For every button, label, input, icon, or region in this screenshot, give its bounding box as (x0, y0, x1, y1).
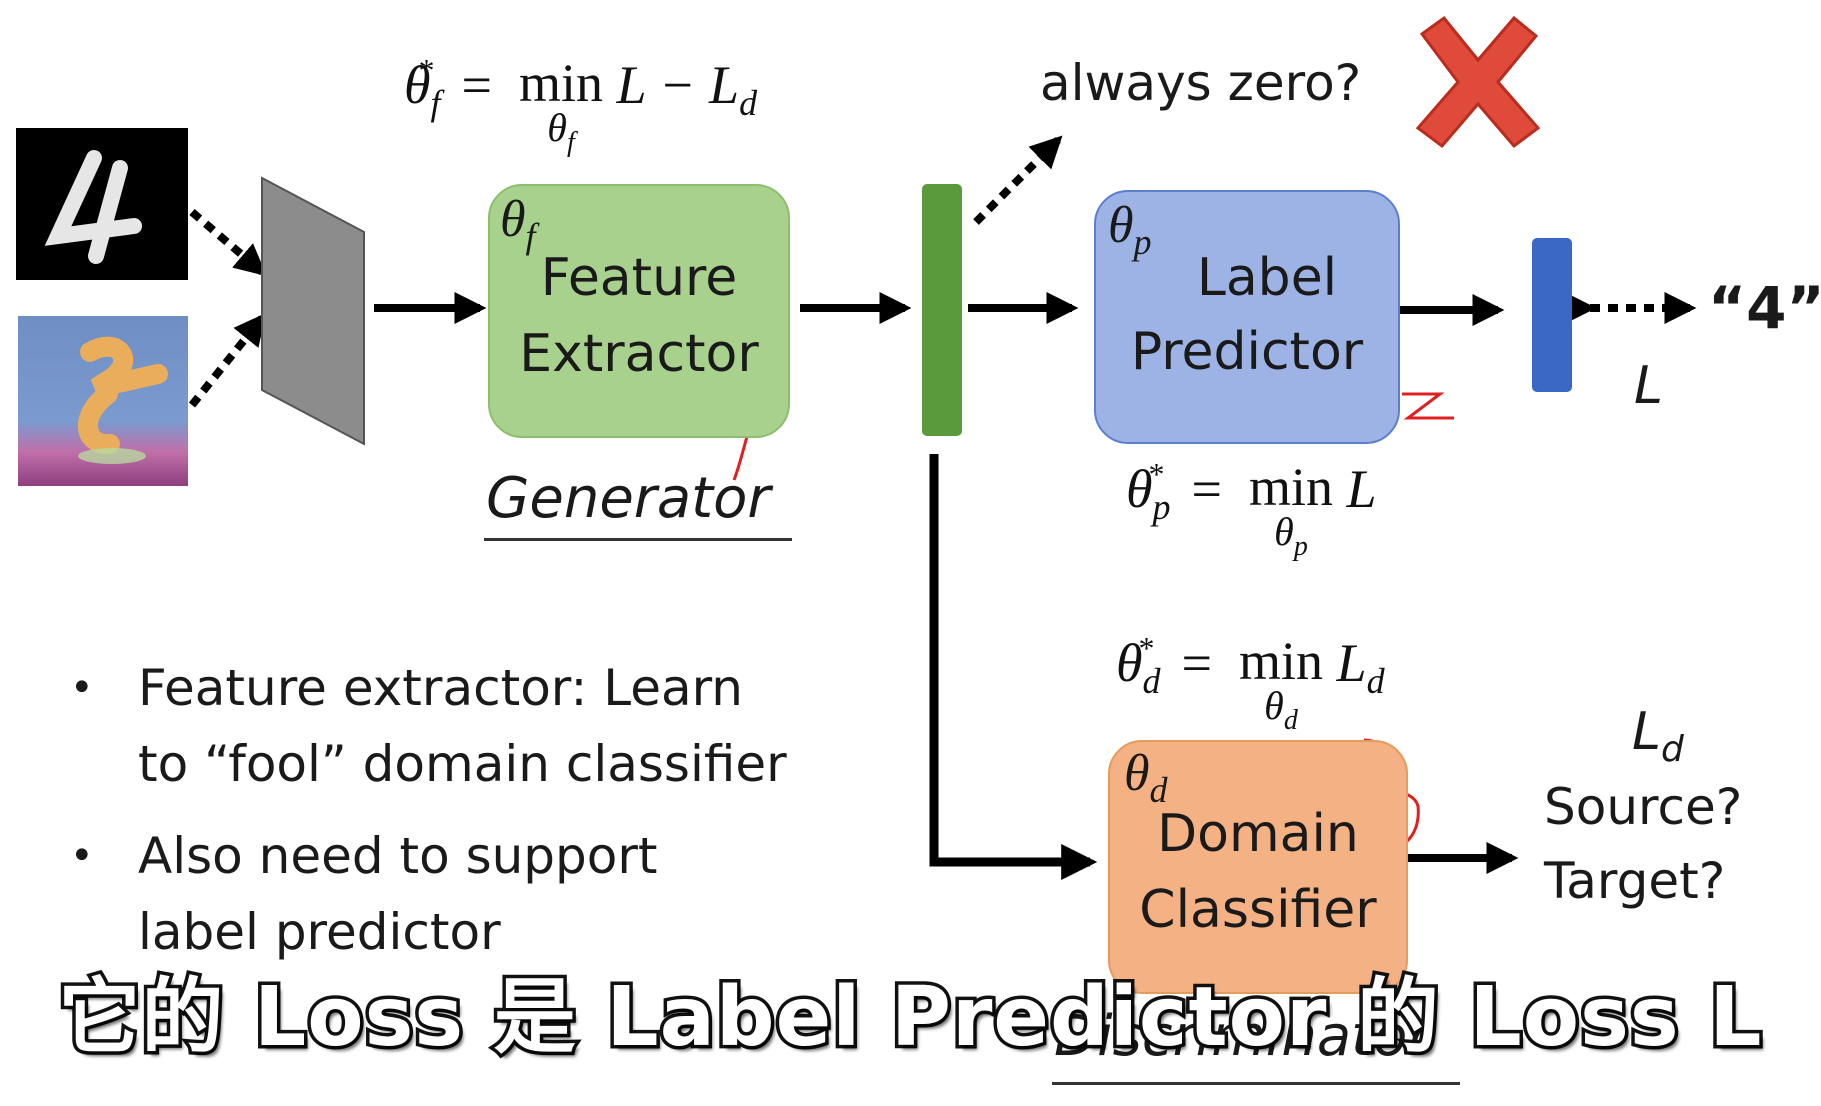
bullet-2-line1: Also need to support (138, 827, 658, 885)
bullet-2-line2: label predictor (138, 903, 501, 961)
bullet-dot: • (70, 665, 94, 711)
theta-p-label: θp (1108, 197, 1152, 262)
discriminator-title: Discriminator (1054, 1004, 1431, 1069)
bullet-list: • Feature extractor: Learn to “fool” dom… (70, 650, 870, 986)
domain-classifier-line2: Classifier (1139, 880, 1377, 940)
feature-extractor-box: θf Feature Extractor (488, 184, 790, 438)
mnistm-digit-image (18, 316, 188, 486)
bullet-1-line1: Feature extractor: Learn (138, 659, 743, 717)
feature-extractor-line2: Extractor (519, 324, 759, 384)
feature-extractor-line1: Feature (540, 248, 738, 308)
bullet-dot: • (70, 833, 94, 879)
output-class-label: “4” (1708, 274, 1821, 342)
discriminator-underline (1052, 1082, 1460, 1085)
generator-title: Generator (486, 466, 771, 531)
output-vector-bar (1532, 238, 1572, 392)
source-label: Source? (1544, 778, 1743, 836)
generator-underline (484, 538, 792, 541)
red-x-icon (1415, 15, 1541, 149)
input-arrow-mnist (189, 208, 267, 277)
branch-to-domain (929, 454, 1098, 880)
target-label: Target? (1544, 852, 1726, 910)
loss-Ld-label: Ld (1632, 702, 1684, 770)
loss-L-label: L (1634, 356, 1663, 416)
input-arrow-mnistm (188, 313, 267, 408)
arrow-always-zero (973, 135, 1063, 225)
bullet-1-line2: to “fool” domain classifier (138, 735, 787, 793)
label-predictor-line2: Predictor (1130, 322, 1364, 382)
label-predictor-box: θp Label Predictor (1094, 190, 1400, 444)
mnist-digit-image (16, 128, 188, 280)
label-predictor-line1: Label (1196, 248, 1338, 308)
theta-f-label: θf (500, 191, 536, 256)
input-layer-plane (261, 176, 365, 446)
theta-d-label: θd (1124, 745, 1168, 810)
domain-classifier-box: θd Domain Classifier (1108, 740, 1408, 994)
feature-vector-bar (922, 184, 962, 436)
video-subtitle: 它的 Loss 是 Label Predictor 的 Loss L (55, 967, 1765, 1069)
domain-classifier-line1: Domain (1157, 804, 1359, 864)
bullet-item: • Also need to support label predictor (70, 818, 870, 970)
bullet-item: • Feature extractor: Learn to “fool” dom… (70, 650, 870, 802)
annotation-stroke-predictor (1402, 392, 1454, 420)
always-zero-label: always zero? (1040, 54, 1362, 112)
